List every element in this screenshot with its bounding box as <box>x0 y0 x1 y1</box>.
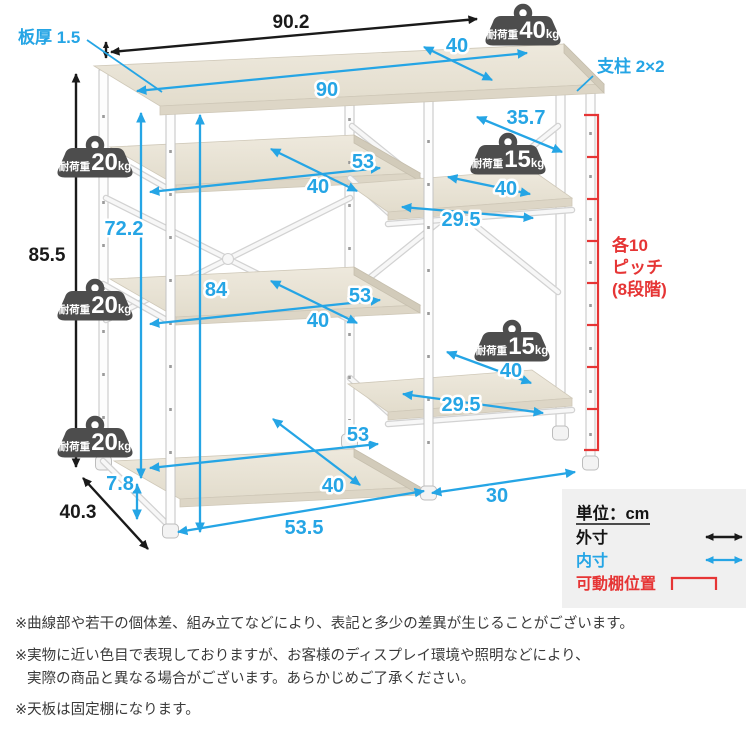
footnote-1: ※曲線部や若干の個体差、組み立てなどにより、表記と多少の差異が生じることがござい… <box>15 614 634 632</box>
svg-text:ピッチ: ピッチ <box>612 258 663 277</box>
svg-text:(8段階): (8段階) <box>612 279 667 299</box>
legend-unit: 単位：cm <box>576 503 649 523</box>
under-top-height-label: 84 <box>205 279 228 301</box>
footnote-2-line2: 実際の商品と異なる場合がございます。あらかじめご了承ください。 <box>27 669 475 687</box>
svg-text:耐荷重20kg: 耐荷重20kg <box>59 429 132 456</box>
outer-width-arrow <box>110 15 478 56</box>
shelf-c-width-label: 53 <box>347 424 369 446</box>
post-holes <box>102 115 592 470</box>
shelf-a-width-label: 53 <box>352 151 374 173</box>
load-badge-shelf-b-20kg: 耐荷重20kg <box>57 278 133 321</box>
posts-label: 支柱 2×2 <box>597 56 665 76</box>
right-shelf1-depth-label: 29.5 <box>442 209 481 231</box>
weight-icon <box>485 16 561 46</box>
right-shelf2-depth-arrow <box>401 390 545 417</box>
shelf-b-width-label: 53 <box>349 285 371 307</box>
weight-icon <box>57 291 133 321</box>
movable-shelf-pitch-bracket <box>584 113 600 452</box>
top-depth-arrow <box>423 45 493 82</box>
inner-dimensions: 板厚 1.5 支柱 2×2 90 40 35.7 40 29.5 40 29.5… <box>16 25 668 542</box>
front-left-post <box>165 111 176 527</box>
shelf-b-depth-label: 40 <box>307 310 329 332</box>
bottom-inner-width-arrow <box>176 487 426 536</box>
footnotes: ※曲線部や若干の個体差、組み立てなどにより、表記と多少の差異が生じることがござい… <box>15 614 634 718</box>
right-shelf2-width-arrow <box>445 350 533 385</box>
right-bottom-width-label: 30 <box>486 485 508 507</box>
rear-left-post <box>98 69 109 459</box>
svg-text:耐荷重20kg: 耐荷重20kg <box>59 292 132 319</box>
right-bottom-width-arrow <box>430 468 577 497</box>
legend-inner-label: 内寸 <box>576 551 608 570</box>
posts-callout <box>576 75 594 92</box>
outer-depth-arrow <box>82 477 149 550</box>
shelf-c-depth-arrow <box>272 418 361 486</box>
bottom-clearance-label: 7.8 <box>106 473 134 495</box>
shelf-a-depth-label: 40 <box>307 176 329 198</box>
front-left-foot <box>162 523 179 539</box>
legend-movable-label: 可動棚位置 <box>576 574 656 593</box>
front-right-foot <box>582 455 599 471</box>
shelf-a-depth-arrow <box>270 147 358 193</box>
board-thickness-label: 板厚 1.5 <box>18 27 80 47</box>
top-width-label: 90 <box>316 79 338 101</box>
rear-right-post <box>555 47 566 429</box>
load-badge-top-40kg: 耐荷重40kg <box>485 3 561 46</box>
outer-depth-label: 40.3 <box>60 502 97 523</box>
right-shelf1-width-arrow <box>446 174 532 197</box>
load-badge-shelf-a-20kg: 耐荷重20kg <box>57 135 133 178</box>
footnote-3: ※天板は固定棚になります。 <box>15 700 200 718</box>
outer-dimensions: 90.2 85.5 40.3 <box>26 10 478 550</box>
right-shelf1-depth-arrow <box>400 202 535 223</box>
inner-height-label: 72.2 <box>105 218 144 240</box>
shelf-c-depth-label: 40 <box>322 475 344 497</box>
weight-icon <box>57 148 133 178</box>
top-board <box>92 43 605 116</box>
pitch-note: 各10 ピッチ (8段階) <box>611 235 667 299</box>
right-shelf2-depth-label: 29.5 <box>442 394 481 416</box>
legend-outer-label: 外寸 <box>575 528 608 547</box>
weight-icon <box>57 428 133 458</box>
svg-text:耐荷重15kg: 耐荷重15kg <box>472 146 545 173</box>
load-badge-right1-15kg: 耐荷重15kg <box>470 132 546 175</box>
load-badge-shelf-c-20kg: 耐荷重20kg <box>57 415 133 458</box>
weight-icon <box>474 332 550 362</box>
right-opening-label: 35.7 <box>507 107 546 129</box>
right-shelf2-width-label: 40 <box>500 360 522 382</box>
outer-height-label: 85.5 <box>29 245 66 266</box>
rear-right-foot <box>552 425 569 441</box>
right-shelf1-width-label: 40 <box>495 178 517 200</box>
svg-text:耐荷重40kg: 耐荷重40kg <box>487 17 560 44</box>
top-depth-label: 40 <box>446 35 468 57</box>
weight-icon <box>470 145 546 175</box>
outer-width-label: 90.2 <box>273 12 310 33</box>
right-opening-arrow <box>475 115 564 154</box>
svg-text:各10: 各10 <box>611 235 648 255</box>
bottom-inner-width-label: 53.5 <box>285 517 324 539</box>
footnote-2-line1: ※実物に近い色目で表現しておりますが、お客様のディスプレイ環境や照明などにより、 <box>15 646 590 664</box>
load-badge-right2-15kg: 耐荷重15kg <box>474 319 550 362</box>
legend-movable-bracket-icon <box>670 576 718 590</box>
front-right-post <box>585 91 596 459</box>
legend-box: 単位：cm 外寸 内寸 可動棚位置 <box>562 489 746 608</box>
svg-text:耐荷重20kg: 耐荷重20kg <box>59 149 132 176</box>
front-middle-post <box>423 99 434 489</box>
svg-text:耐荷重15kg: 耐荷重15kg <box>476 333 549 360</box>
shelf-b-depth-arrow <box>270 279 358 325</box>
